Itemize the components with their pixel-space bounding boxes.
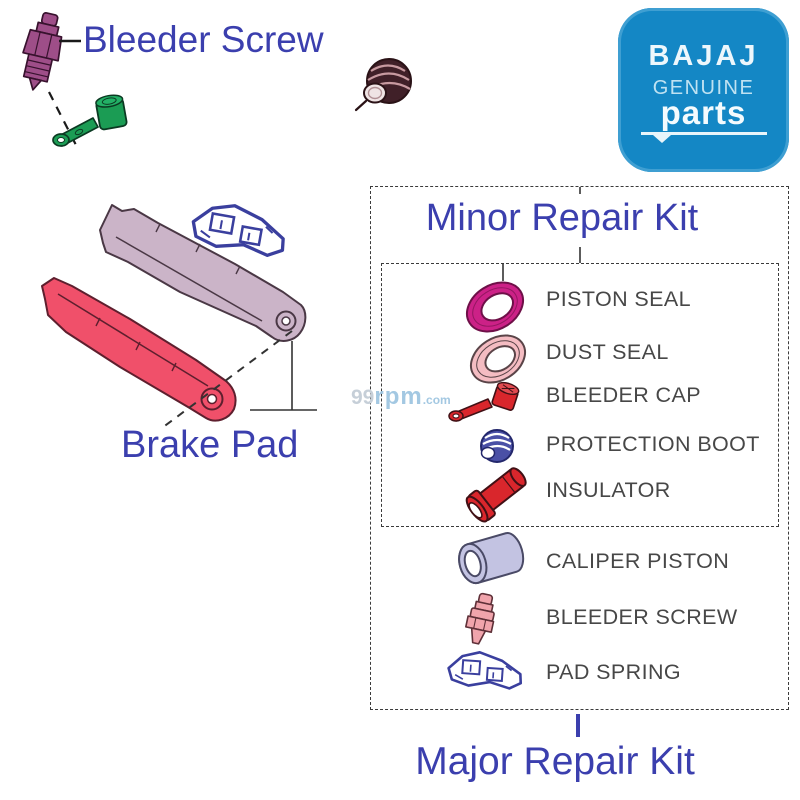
caliper-piston-icon — [458, 532, 525, 585]
brake-pad-mauve — [99, 204, 307, 342]
logo-brand-text: BAJAJ — [648, 40, 759, 72]
minor-repair-kit-box — [381, 263, 779, 527]
brake-pad-red — [41, 277, 237, 422]
piston-seal-icon — [466, 281, 524, 333]
bleeder-cap-label: BLEEDER CAP — [546, 383, 701, 407]
logo-parts-text: parts — [660, 94, 747, 131]
caliper-piston-label: CALIPER PISTON — [546, 549, 730, 573]
bleeder-cap-tool-illustration — [52, 94, 128, 147]
brake-pad-leader-lines — [161, 330, 317, 429]
kit-connector-lines — [502, 187, 581, 281]
major-repair-kit-title: Major Repair Kit — [415, 740, 695, 783]
piston-seal-label: PISTON SEAL — [546, 287, 692, 311]
watermark-text: 99 — [351, 386, 375, 409]
insulator-icon — [465, 467, 527, 523]
brake-pad-label: Brake Pad — [121, 424, 299, 466]
dust-seal-label: DUST SEAL — [546, 340, 669, 364]
bleeder-screw-illustration — [22, 12, 63, 91]
protection-boot-icon — [480, 429, 514, 463]
bleeder-cap-icon — [448, 381, 520, 422]
logo-underline-arrow-icon — [640, 132, 767, 143]
protection-boot-label: PROTECTION BOOT — [546, 432, 760, 456]
minor-repair-kit-title: Minor Repair Kit — [425, 197, 699, 239]
pad-spring-label: PAD SPRING — [546, 660, 682, 684]
bleeder-screw-icon — [465, 592, 495, 645]
dust-seal-icon — [470, 334, 526, 384]
bleeder-screw-part-label: BLEEDER SCREW — [546, 605, 738, 629]
bajaj-genuine-parts-logo: BAJAJ GENUINE parts — [618, 8, 789, 172]
protection-boot-illustration — [354, 58, 412, 112]
pad-spring-icon — [446, 648, 524, 691]
major-repair-kit-box — [370, 186, 789, 710]
logo-genuine-text: GENUINE — [652, 77, 755, 99]
bleeder-screw-label: Bleeder Screw — [83, 19, 324, 60]
insulator-label: INSULATOR — [546, 478, 671, 502]
